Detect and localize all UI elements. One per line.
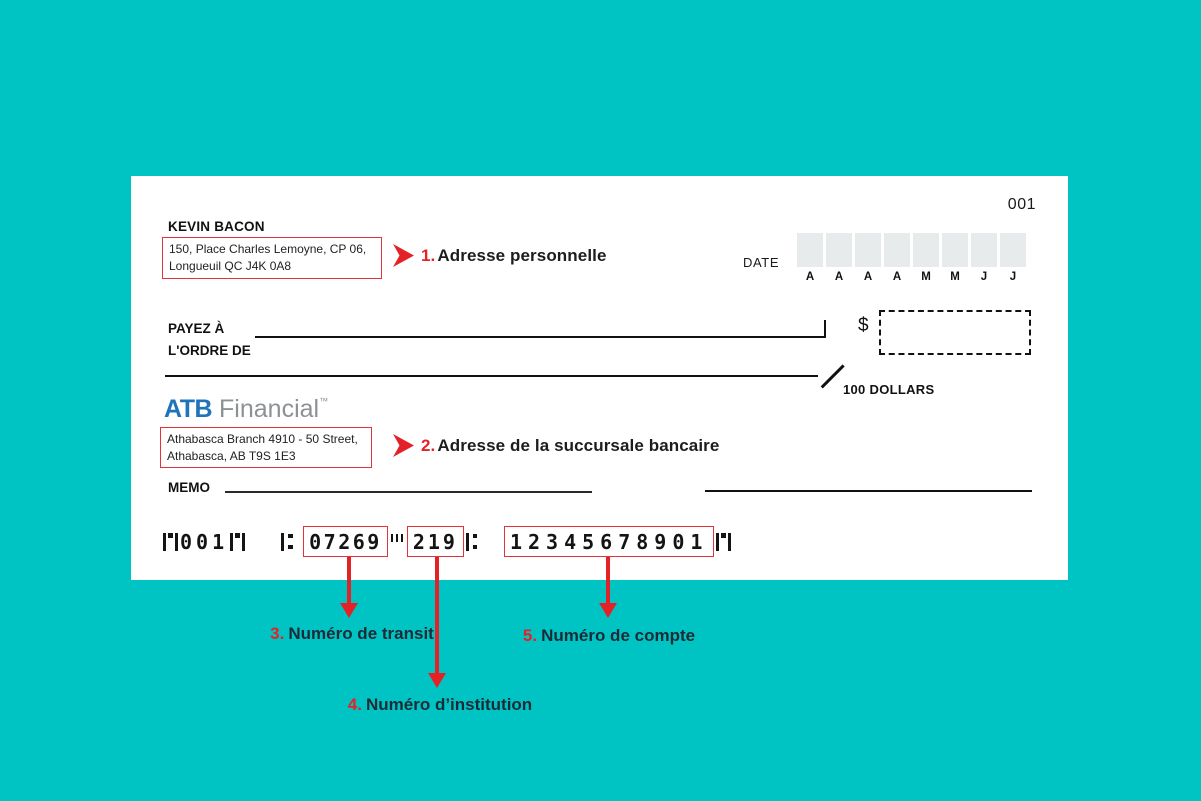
pay-to-label-line1: PAYEZ À — [168, 321, 225, 336]
micr-account-number: 12345678901 — [509, 529, 709, 554]
date-entry-boxes — [797, 233, 1026, 267]
date-letter: A — [834, 271, 844, 283]
micr-transit-icon — [281, 532, 293, 552]
cheque-serial-number: 001 — [1007, 196, 1036, 213]
pay-to-label-line2: L'ORDRE DE — [168, 343, 251, 358]
annotation-5: 5.Numéro de compte — [523, 626, 695, 646]
memo-write-line — [225, 476, 592, 493]
micr-onus-icon — [230, 532, 246, 552]
date-box — [855, 233, 881, 267]
micr-transit-number: 07269 — [309, 529, 382, 554]
transit-number-highlight-box: 07269 — [303, 526, 388, 557]
logo-financial-text: Financial — [219, 395, 320, 423]
date-box — [942, 233, 968, 267]
date-letter: J — [980, 271, 988, 283]
date-format-letters: A A A A M M J J — [797, 271, 1026, 283]
annotation-4: 4.Numéro d’institution — [348, 695, 532, 715]
trademark-symbol: ™ — [319, 396, 329, 406]
branch-address-line2: Athabasca, AB T9S 1E3 — [167, 448, 296, 463]
account-number-highlight-box: 12345678901 — [503, 526, 715, 557]
amount-dashed-box — [879, 310, 1031, 355]
date-letter: J — [1009, 271, 1017, 283]
micr-dash-icon — [390, 532, 404, 552]
date-letter: A — [892, 271, 902, 283]
institution-number-highlight-box: 219 — [406, 526, 464, 557]
annotation-4-label: Numéro d’institution — [365, 695, 533, 714]
dollar-sign: $ — [858, 315, 869, 336]
date-box — [797, 233, 823, 267]
annotation-5-number: 5. — [522, 626, 538, 645]
micr-cheque-number: 001 — [180, 529, 229, 554]
annotation-1: 1.Adresse personnelle — [393, 244, 607, 267]
annotation-2-label: Adresse de la succursale bancaire — [437, 435, 720, 455]
annotation-3: 3.Numéro de transit — [270, 624, 434, 644]
date-box — [971, 233, 997, 267]
payer-name: KEVIN BACON — [168, 219, 265, 234]
date-box — [1000, 233, 1026, 267]
branch-address-highlight-box: Athabasca Branch 4910 - 50 Street, Athab… — [160, 427, 372, 468]
annotation-5-label: Numéro de compte — [541, 626, 696, 645]
date-box — [884, 233, 910, 267]
date-letter: A — [863, 271, 873, 283]
micr-transit-icon — [465, 532, 478, 552]
micr-onus-icon — [716, 532, 732, 552]
annotation-1-number: 1. — [421, 245, 436, 265]
cheque-specimen: 001 KEVIN BACON 150, Place Charles Lemoy… — [131, 176, 1068, 580]
date-box — [826, 233, 852, 267]
payer-address-highlight-box: 150, Place Charles Lemoyne, CP 06, Longu… — [162, 237, 382, 279]
annotation-3-number: 3. — [270, 624, 285, 643]
annotation-2: 2.Adresse de la succursale bancaire — [393, 434, 719, 457]
signature-line — [705, 475, 1032, 492]
memo-label: MEMO — [168, 480, 210, 495]
branch-address-line1: Athabasca Branch 4910 - 50 Street, — [167, 432, 358, 446]
date-label: DATE — [743, 255, 780, 270]
hundred-dollars-label: 100 DOLLARS — [843, 382, 935, 397]
annotation-4-number: 4. — [347, 695, 362, 714]
annotation-3-label: Numéro de transit — [288, 624, 434, 643]
fraction-slash — [820, 364, 845, 389]
date-letter: A — [805, 271, 815, 283]
red-chevron-arrow-icon — [393, 244, 414, 267]
amount-in-words-line — [165, 359, 818, 377]
date-letter: M — [921, 271, 931, 283]
annotation-2-number: 2. — [421, 435, 436, 455]
micr-institution-number: 219 — [412, 529, 458, 554]
micr-onus-icon — [163, 532, 178, 552]
payee-write-line — [255, 320, 826, 338]
date-box — [913, 233, 939, 267]
red-chevron-arrow-icon — [393, 434, 414, 457]
logo-atb-text: ATB — [164, 395, 213, 423]
micr-line: 001 07269 219 12345678901 — [163, 526, 732, 557]
date-letter: M — [950, 271, 960, 283]
payer-address-line2: Longueuil QC J4K 0A8 — [169, 258, 292, 273]
annotation-1-label: Adresse personnelle — [437, 245, 607, 265]
payer-address-line1: 150, Place Charles Lemoyne, CP 06, — [169, 242, 367, 256]
